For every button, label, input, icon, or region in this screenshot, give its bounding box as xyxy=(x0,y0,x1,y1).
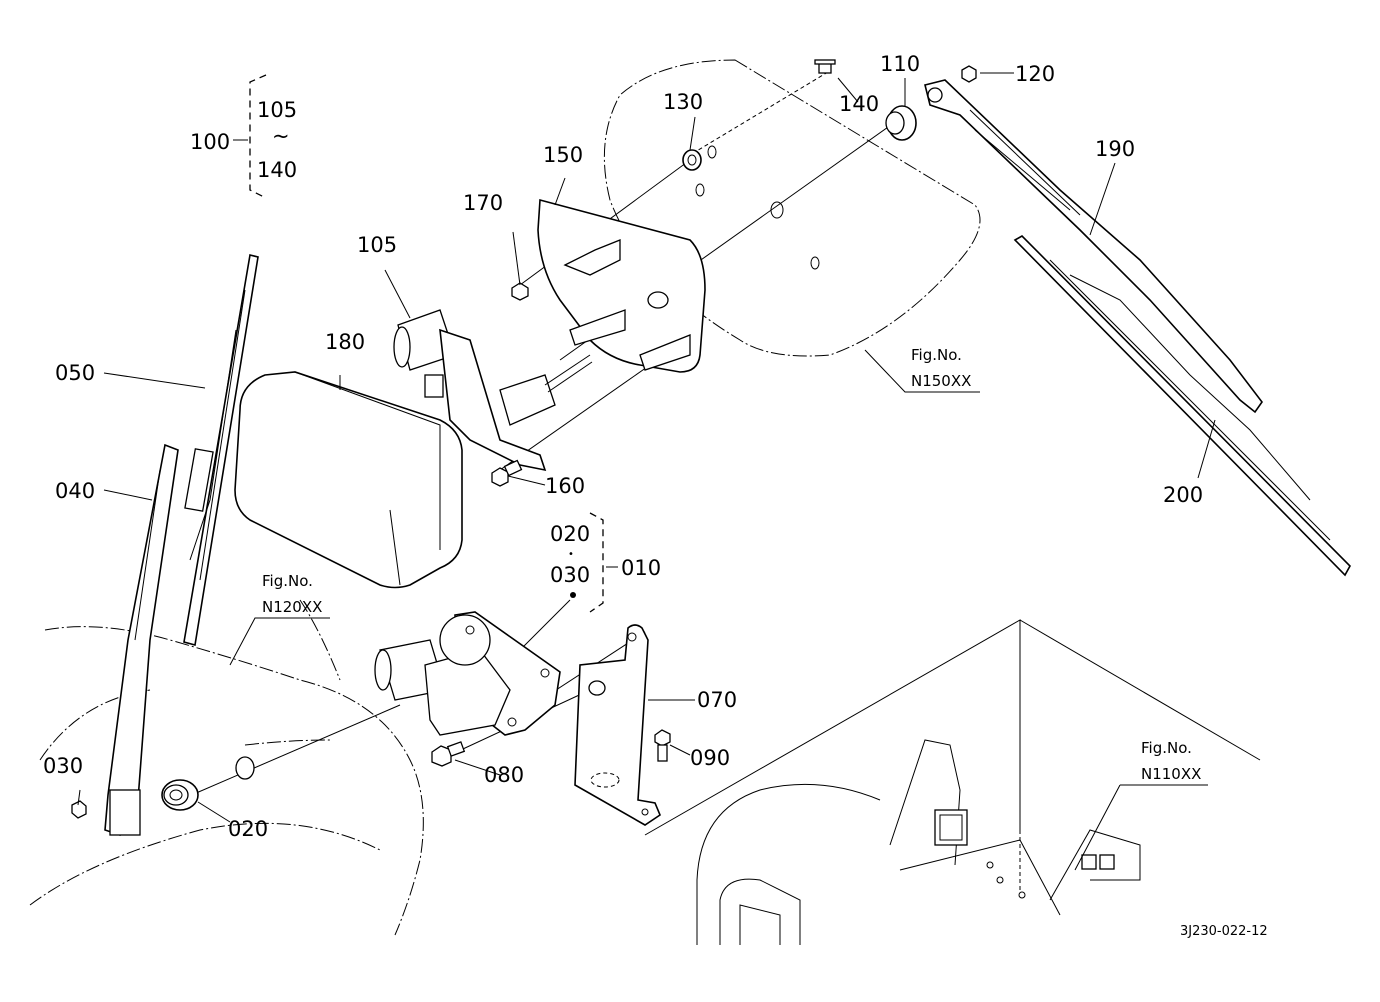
figure-ref-number[interactable]: N120XX xyxy=(262,598,322,616)
part-070-stay-bracket[interactable] xyxy=(574,624,661,826)
window-hole xyxy=(695,183,705,197)
part-090-bolt[interactable] xyxy=(654,729,671,762)
figure-ref-number[interactable]: N110XX xyxy=(1141,765,1201,783)
part-170-nut[interactable] xyxy=(511,282,529,301)
figure-ref-number[interactable]: N150XX xyxy=(911,372,971,390)
label-200[interactable]: 200 xyxy=(1163,483,1203,507)
part-labels: 100 105 ~ 140 050 040 030 020 180 105 17… xyxy=(43,52,1203,841)
part-110-grommet[interactable] xyxy=(885,105,917,141)
part-140-screw[interactable] xyxy=(814,59,836,74)
part-105-rear-motor[interactable] xyxy=(393,309,593,472)
label-010[interactable]: 010 xyxy=(621,556,661,580)
label-030-kit[interactable]: 030 xyxy=(550,563,590,587)
label-120[interactable]: 120 xyxy=(1015,62,1055,86)
drawing-code: 3J230-022-12 xyxy=(1180,924,1268,939)
part-080-bolt[interactable] xyxy=(431,741,466,767)
part-040-wiper-arm[interactable] xyxy=(104,443,179,836)
rear-body-outline xyxy=(644,619,1261,945)
label-105[interactable]: 105 xyxy=(357,233,397,257)
figure-ref-n150xx[interactable]: Fig.No. N150XX xyxy=(911,346,971,390)
part-050-wiper-blade[interactable] xyxy=(183,254,259,647)
kit-marker xyxy=(570,592,576,598)
part-160-bolt[interactable] xyxy=(491,459,523,487)
part-180-cover[interactable] xyxy=(234,371,463,589)
label-180[interactable]: 180 xyxy=(325,330,365,354)
label-100[interactable]: 100 xyxy=(190,130,230,154)
label-140-range-end[interactable]: 140 xyxy=(257,158,297,182)
figure-ref-caption: Fig.No. xyxy=(1141,739,1192,757)
label-080[interactable]: 080 xyxy=(484,763,524,787)
group-bracket-100 xyxy=(249,74,267,199)
figure-ref-n120xx[interactable]: Fig.No. N120XX xyxy=(262,572,322,616)
rear-window-outline xyxy=(603,59,981,357)
body-hole xyxy=(235,756,255,780)
label-050[interactable]: 050 xyxy=(55,361,95,385)
part-130-grommet[interactable] xyxy=(682,145,717,171)
part-020-grommet[interactable] xyxy=(161,779,199,811)
part-120-nut[interactable] xyxy=(961,65,977,83)
part-010-front-motor[interactable] xyxy=(374,611,561,736)
label-160[interactable]: 160 xyxy=(545,474,585,498)
range-symbol: ~ xyxy=(272,124,290,148)
label-105-range-start[interactable]: 105 xyxy=(257,98,297,122)
label-070[interactable]: 070 xyxy=(697,688,737,712)
label-190[interactable]: 190 xyxy=(1095,137,1135,161)
figure-ref-caption: Fig.No. xyxy=(262,572,313,590)
label-130[interactable]: 130 xyxy=(663,90,703,114)
label-020-kit[interactable]: 020 xyxy=(550,522,590,546)
figure-ref-caption: Fig.No. xyxy=(911,346,962,364)
window-hole xyxy=(810,256,820,270)
label-140[interactable]: 140 xyxy=(839,92,879,116)
figure-ref-n110xx[interactable]: Fig.No. N110XX xyxy=(1141,739,1201,783)
label-090[interactable]: 090 xyxy=(690,746,730,770)
leader-lines xyxy=(77,72,1216,871)
part-030-nut[interactable] xyxy=(71,800,87,819)
label-150[interactable]: 150 xyxy=(543,143,583,167)
label-170[interactable]: 170 xyxy=(463,191,503,215)
part-200-rear-wiper-blade[interactable] xyxy=(1013,235,1351,577)
label-110[interactable]: 110 xyxy=(880,52,920,76)
label-020-front[interactable]: 020 xyxy=(228,817,268,841)
group-bracket-010 xyxy=(589,512,604,613)
part-150-bracket-plate[interactable] xyxy=(537,198,706,373)
label-030-front[interactable]: 030 xyxy=(43,754,83,778)
front-cab-outline xyxy=(29,599,424,936)
kit-dot: • xyxy=(568,549,574,560)
window-hole xyxy=(770,201,784,219)
label-040[interactable]: 040 xyxy=(55,479,95,503)
part-190-rear-wiper-arm[interactable] xyxy=(924,79,1263,414)
